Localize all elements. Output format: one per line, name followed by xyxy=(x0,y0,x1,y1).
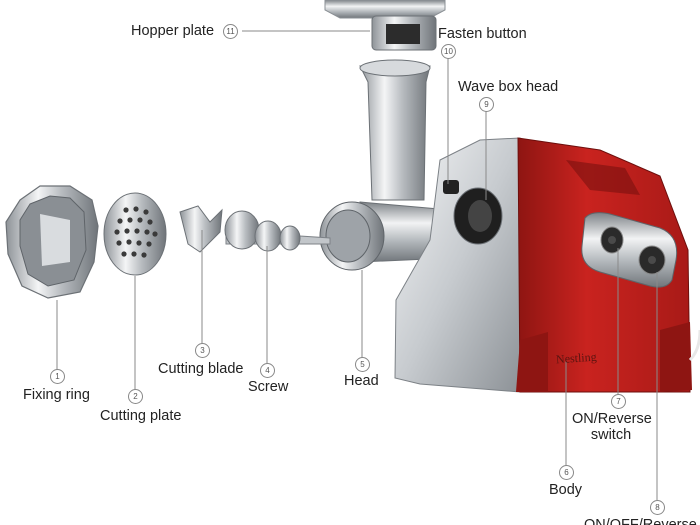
part-number-4: 4 xyxy=(260,363,275,378)
hopper-tray xyxy=(324,0,446,19)
label-body: Body xyxy=(549,482,583,498)
label-cutting-plate: Cutting plate xyxy=(100,408,182,424)
part-number-7: 7 xyxy=(611,394,626,409)
part-number-6: 6 xyxy=(559,465,574,480)
part-number-9: 9 xyxy=(479,97,494,112)
label-wave-box-head: Wave box head xyxy=(458,79,559,95)
part-number-1: 1 xyxy=(50,369,65,384)
label-head: Head xyxy=(344,373,379,389)
feed-tube xyxy=(359,65,431,201)
label-fixing-ring: Fixing ring xyxy=(23,387,90,403)
label-on-off-reverse: ON/OFF/Reverse xyxy=(584,517,697,525)
part-number-5: 5 xyxy=(355,357,370,372)
cutting-blade-part xyxy=(179,205,223,253)
part-number-8: 8 xyxy=(650,500,665,515)
brand-logo-text: Nestling xyxy=(555,349,598,367)
fixing-ring-part xyxy=(5,185,99,299)
switch-panel xyxy=(581,212,678,288)
label-screw: Screw xyxy=(248,379,289,395)
part-number-11: 11 xyxy=(223,24,238,39)
leader-lines xyxy=(56,30,658,500)
label-hopper-plate: Hopper plate xyxy=(131,23,215,39)
cutting-plate-part xyxy=(103,192,167,276)
fasten-button-shape xyxy=(443,180,459,194)
label-cutting-blade: Cutting blade xyxy=(158,361,244,377)
label-fasten-button: Fasten button xyxy=(438,26,527,42)
part-number-2: 2 xyxy=(128,389,143,404)
screw-part xyxy=(224,210,331,252)
part-number-3: 3 xyxy=(195,343,210,358)
label-on-reverse-switch: ON/Reverse switch xyxy=(572,411,652,443)
part-number-10: 10 xyxy=(441,44,456,59)
